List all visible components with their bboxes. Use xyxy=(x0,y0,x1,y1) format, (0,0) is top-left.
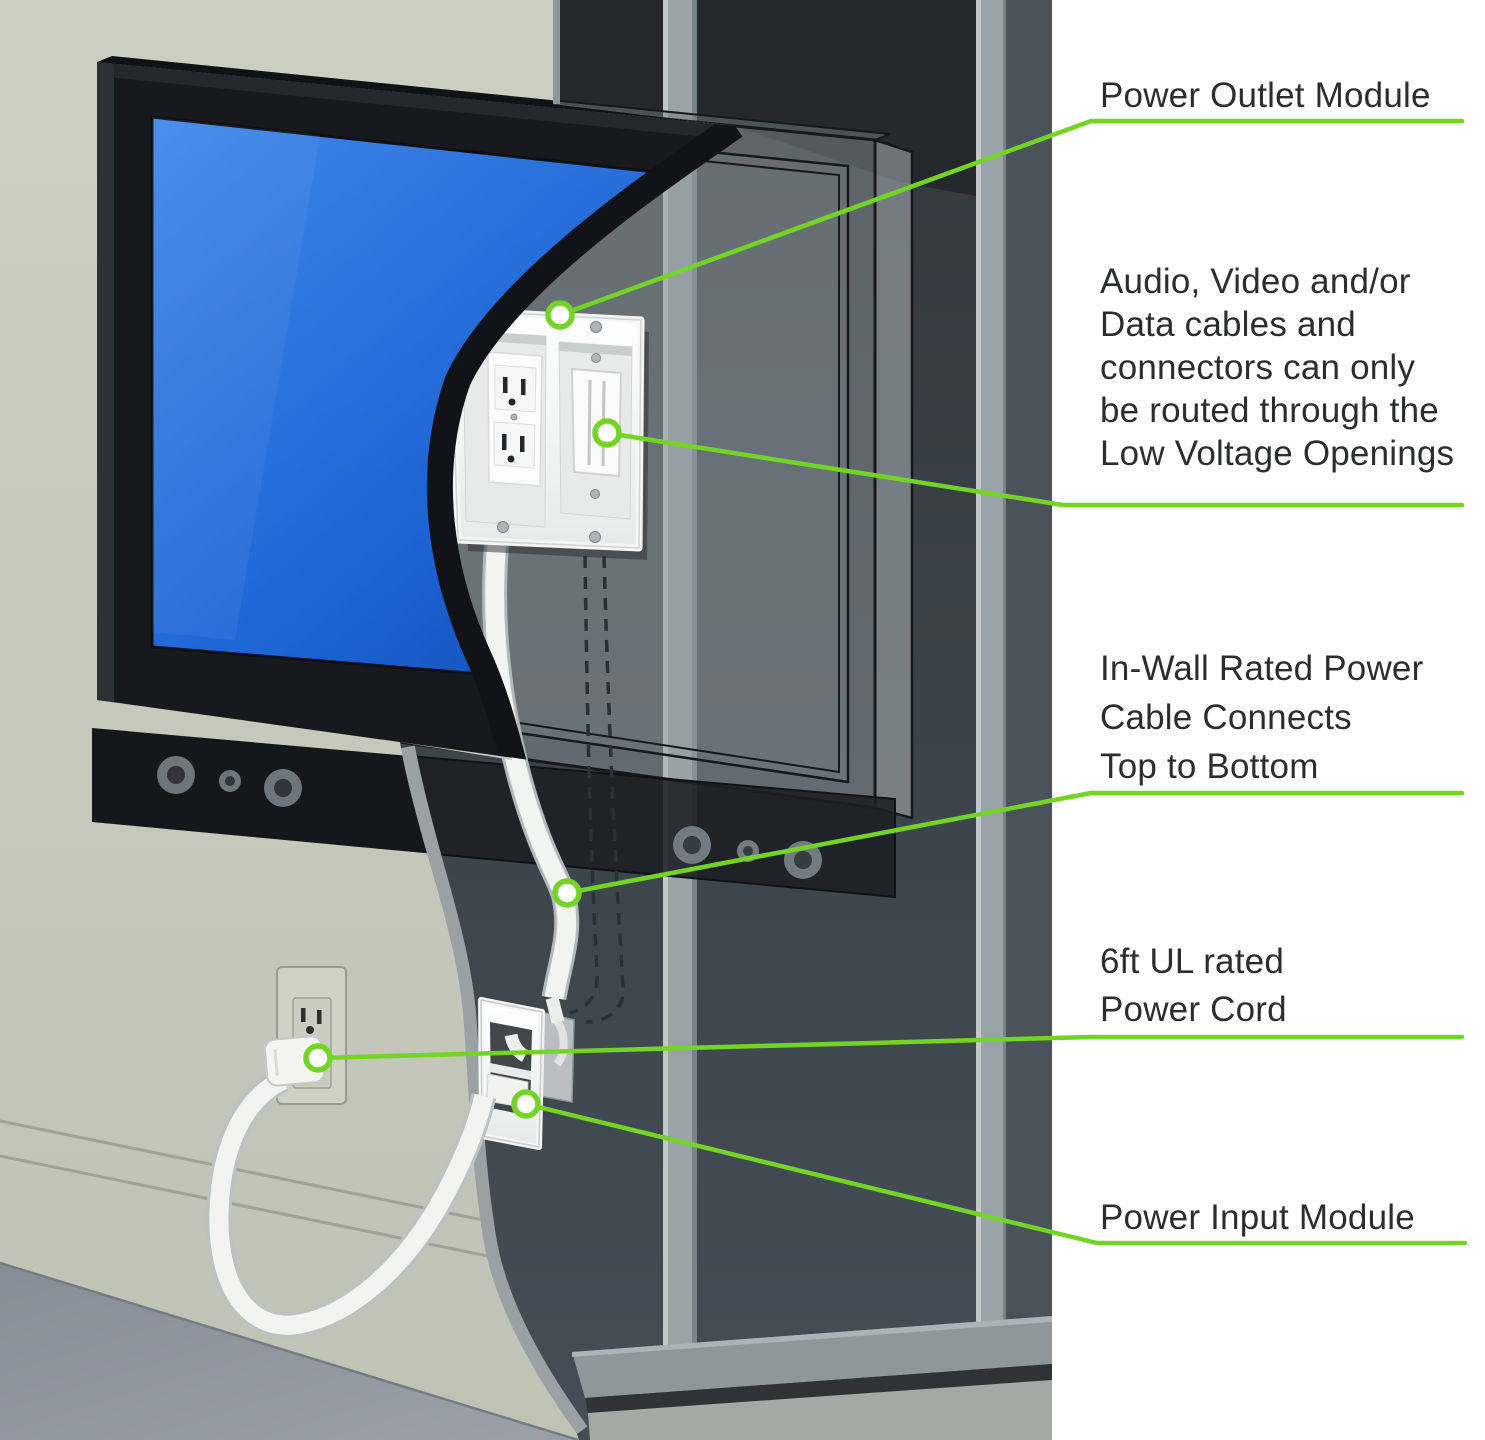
bottom-plate-shadow xyxy=(585,1364,1052,1413)
label-in-wall-cable: In-Wall Rated Power Cable Connects Top t… xyxy=(1100,649,1424,786)
callout-dot-power-cord xyxy=(303,1043,333,1073)
callout-dot-power-input-module xyxy=(511,1089,541,1119)
wall-edge-stud xyxy=(1006,0,1052,1330)
callout-line-power-cord xyxy=(315,1034,1465,1061)
callout-line-low-voltage xyxy=(604,430,1465,508)
wall-stud xyxy=(976,0,1008,1323)
low-voltage-opening xyxy=(558,341,633,520)
callout-line-in-wall-cable xyxy=(564,790,1465,896)
label-power-input-module: Power Input Module xyxy=(1100,1198,1415,1237)
callout-line-power-input-module xyxy=(523,1101,1468,1246)
power-outlet-module xyxy=(446,306,649,560)
wall-floor-line xyxy=(0,1261,579,1440)
cavity-floor xyxy=(588,1380,1052,1440)
label-low-voltage-openings: Audio, Video and/or Data cables and conn… xyxy=(1100,262,1455,473)
drywall-cut-edge xyxy=(553,0,560,104)
callout-dot-power-outlet-module xyxy=(545,300,575,330)
callout-dot-low-voltage xyxy=(592,418,622,448)
wall-stud xyxy=(663,0,697,1347)
label-power-cord: 6ft UL rated Power Cord xyxy=(1100,942,1287,1029)
tv-frame-peel-edge xyxy=(426,115,743,768)
low-voltage-cables-dashed xyxy=(569,555,625,1024)
in-wall-power-cable xyxy=(482,536,580,1001)
duplex-outlet xyxy=(487,351,543,487)
callout-line-power-outlet-module xyxy=(557,118,1465,318)
label-power-outlet-module: Power Outlet Module xyxy=(1100,76,1431,115)
bottom-plate-highlight xyxy=(572,1316,1052,1357)
bottom-plate xyxy=(572,1316,1052,1398)
callout-dot-in-wall-cable xyxy=(552,878,582,908)
